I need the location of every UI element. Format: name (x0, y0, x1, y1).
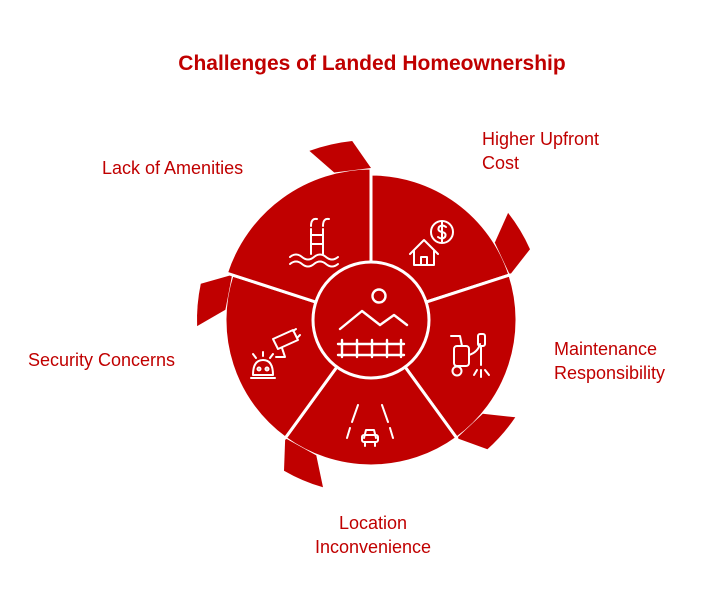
segment-tab-3 (196, 274, 233, 327)
label-higher-upfront-cost: Higher Upfront Cost (482, 129, 600, 173)
pressure-washer-icon (450, 333, 490, 378)
page-title: Challenges of Landed Homeownership (178, 52, 566, 75)
segment-tab-0 (494, 212, 530, 275)
landscape-house-fence-icon (336, 288, 409, 359)
house-dollar-icon (409, 220, 454, 266)
swimming-pool-icon (289, 217, 339, 268)
segment-tab-1 (456, 413, 516, 450)
label-maintenance-responsibility: Maintenance Responsibility (554, 339, 666, 383)
security-camera-alarm-icon (250, 328, 301, 379)
segment-tab-4 (309, 141, 371, 173)
label-security-concerns: Security Concerns (28, 350, 176, 370)
label-lack-of-amenities: Lack of Amenities (102, 158, 244, 178)
segment-tab-2 (284, 438, 323, 488)
road-car-icon (346, 404, 394, 447)
label-location-inconvenience: Location Inconvenience (314, 513, 432, 557)
center-hub (311, 260, 431, 380)
